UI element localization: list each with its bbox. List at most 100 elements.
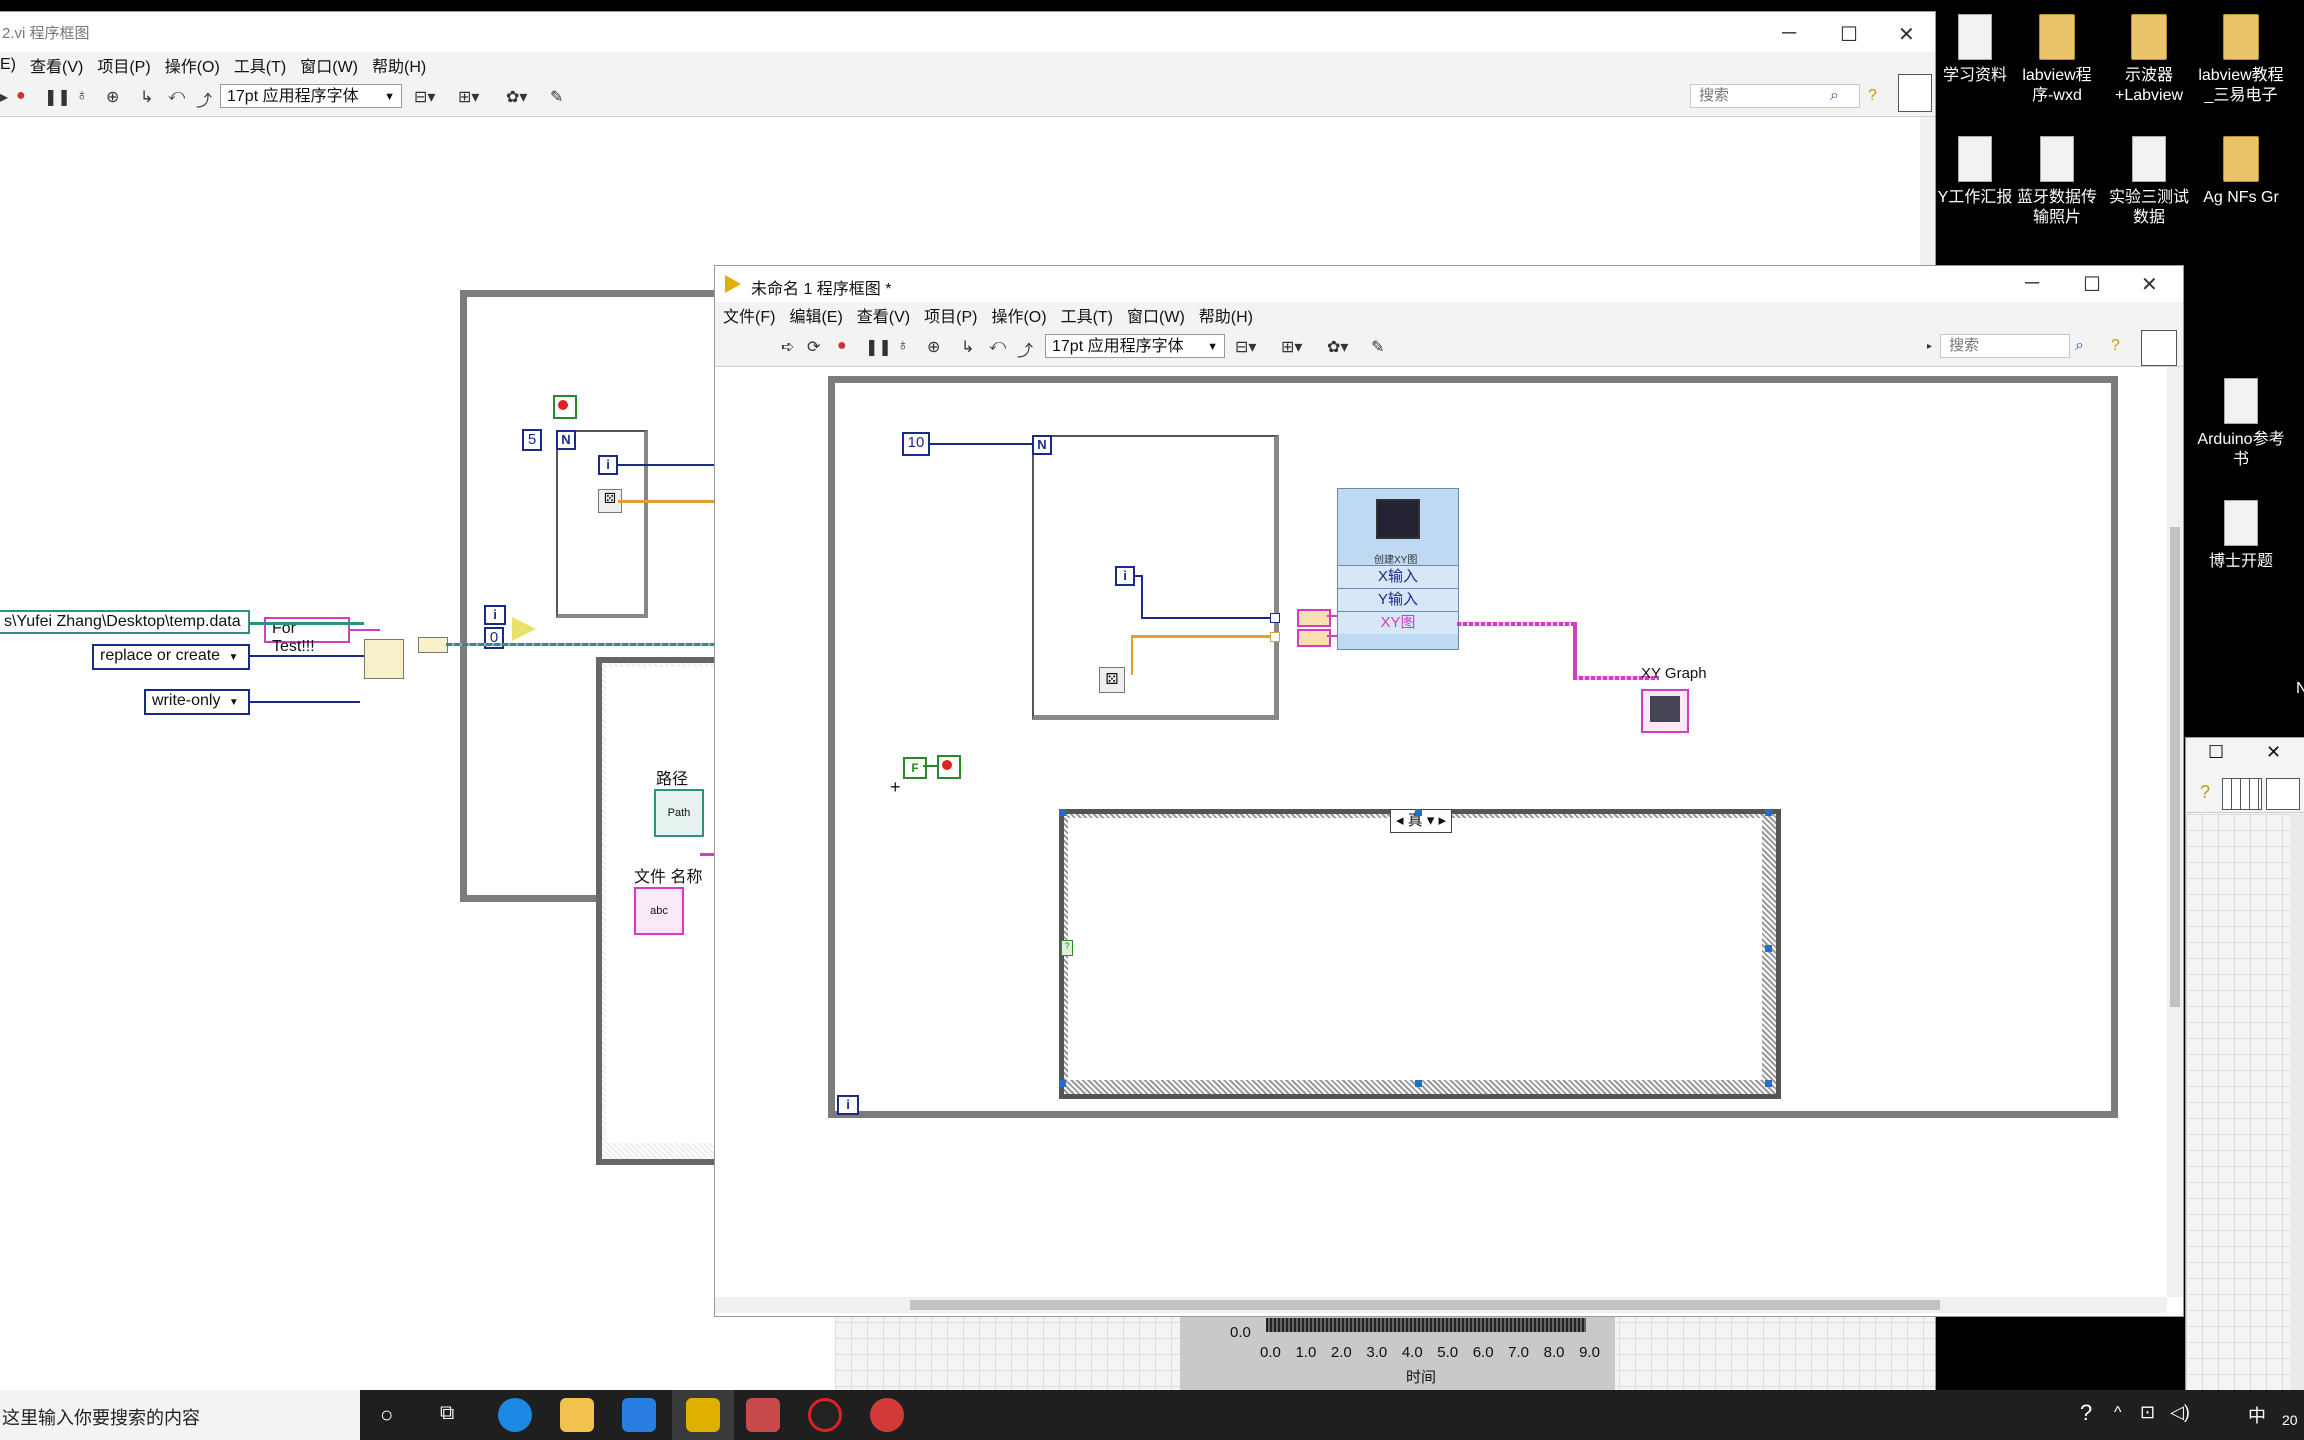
file-path-constant[interactable]: s\Yufei Zhang\Desktop\temp.data (0, 610, 250, 634)
labview-taskbar-active[interactable] (672, 1390, 734, 1440)
menu-item[interactable]: 查看(V) (30, 59, 84, 76)
search-input[interactable]: 搜索 (1690, 84, 1860, 108)
chevron-right-icon[interactable]: ▸ (1438, 812, 1447, 829)
reorder-icon[interactable]: ✿▾ (506, 89, 528, 106)
search-input[interactable]: 搜索 (1940, 334, 2070, 358)
file-explorer-icon[interactable] (560, 1398, 594, 1432)
while-loop-frame[interactable] (828, 376, 2118, 1118)
loop-count-constant[interactable]: 10 (902, 432, 930, 456)
step-into-icon[interactable]: ↳ (961, 339, 975, 356)
pause-icon[interactable]: ❚❚ (44, 89, 71, 106)
vertical-scrollbar[interactable] (2290, 814, 2304, 1390)
highlight-bulb-icon[interactable]: ♁ (897, 337, 909, 354)
scrollbar-thumb[interactable] (2170, 527, 2180, 1007)
menu-item[interactable]: 帮助(H) (372, 59, 427, 76)
cleanup-icon[interactable]: ✎ (550, 89, 564, 106)
network-icon[interactable]: ⊡ (2140, 1402, 2156, 1422)
app-icon[interactable] (746, 1398, 780, 1432)
menu-window[interactable]: 窗口(W) (1127, 309, 1185, 326)
menu-project[interactable]: 项目(P) (924, 309, 978, 326)
toolbar-overflow-icon[interactable]: ▸ (1927, 341, 1933, 352)
step-over-icon[interactable]: ⤺ (168, 87, 186, 104)
path-control[interactable]: Path (654, 789, 704, 837)
chevron-up-icon[interactable]: ^ (2114, 1404, 2122, 1421)
resize-handle[interactable] (1415, 809, 1422, 816)
operation-enum[interactable]: replace or create ▼ (92, 644, 250, 670)
y-input-terminal[interactable]: Y输入 (1338, 588, 1458, 611)
desktop-icon-agnfs[interactable]: Ag NFs Gr (2196, 136, 2286, 208)
back-titlebar[interactable]: 2.vi 程序框图 ─ ☐ ✕ (0, 12, 1935, 52)
resize-handle[interactable] (1765, 1080, 1772, 1087)
distribute-icon[interactable]: ⊞▾ (458, 89, 480, 106)
menu-item[interactable]: 操作(O) (164, 59, 220, 76)
run-continuous-icon[interactable]: ⟳ (807, 339, 821, 356)
menu-item[interactable]: 窗口(W) (300, 59, 358, 76)
convert-node-y[interactable] (1297, 629, 1331, 647)
menu-tools[interactable]: 工具(T) (1060, 309, 1114, 326)
front-diagram-canvas[interactable]: i 10 N i ⚄ 创建XY图 X输入 Y输入 XY图 XY Graph (715, 367, 2167, 1297)
chevron-down-icon[interactable]: ▾ (1426, 812, 1435, 829)
chevron-left-icon[interactable]: ◂ (1395, 812, 1404, 829)
desktop-icon-study[interactable]: 学习资料 (1930, 14, 2020, 86)
menu-edit[interactable]: 编辑(E) (789, 309, 843, 326)
netease-music-icon[interactable] (870, 1398, 904, 1432)
build-xy-graph-node[interactable]: 创建XY图 X输入 Y输入 XY图 (1337, 488, 1459, 650)
menu-file[interactable]: 文件(F) (723, 309, 776, 326)
front-titlebar[interactable]: 未命名 1 程序框图 * ─ ☐ ✕ (715, 266, 2183, 302)
desktop-icon-arduino[interactable]: Arduino参考书 (2196, 378, 2286, 470)
pause-icon[interactable]: ❚❚ (865, 339, 892, 356)
highlight-bulb-icon[interactable]: ♁ (76, 87, 88, 104)
desktop-icon-phd[interactable]: 博士开题 (2196, 500, 2286, 572)
task-view-icon[interactable]: ⧉ (440, 1402, 455, 1424)
resize-handle[interactable] (1765, 809, 1772, 816)
close-icon[interactable]: ✕ (2266, 742, 2282, 762)
desktop-icon-experiment3[interactable]: 实验三测试数据 (2104, 136, 2194, 228)
retain-wire-icon[interactable]: ⊕ (927, 339, 941, 356)
convert-node-x[interactable] (1297, 609, 1331, 627)
string-constant[interactable]: For Test!!! (264, 617, 350, 655)
retain-wire-icon[interactable]: ⊕ (106, 89, 120, 106)
minimize-icon[interactable]: ─ (2025, 272, 2040, 294)
connector-pane-icon[interactable] (2222, 778, 2262, 810)
menu-item[interactable]: 项目(P) (97, 59, 151, 76)
help-tray-icon[interactable]: ? (2080, 1400, 2093, 1425)
run-arrow-icon[interactable]: ▸ (0, 89, 9, 106)
menu-item[interactable]: 工具(T) (233, 59, 287, 76)
stop-button-terminal[interactable] (553, 395, 577, 419)
front-vi-window[interactable]: 未命名 1 程序框图 * ─ ☐ ✕ 文件(F) 编辑(E) 查看(V) 项目(… (715, 266, 2183, 1316)
open-file-node[interactable] (364, 639, 404, 679)
step-into-icon[interactable]: ↳ (140, 89, 154, 106)
help-icon[interactable]: ? (2200, 782, 2211, 802)
desktop-icon-work-report[interactable]: Y工作汇报 (1930, 136, 2020, 208)
ime-indicator[interactable]: 中 (2248, 1406, 2266, 1426)
vi-icon[interactable] (2266, 778, 2300, 810)
desktop-icon-labview-wxd[interactable]: labview程序-wxd (2012, 14, 2102, 106)
close-icon[interactable]: ✕ (1898, 24, 1915, 46)
cortana-icon[interactable]: ○ (380, 1402, 394, 1427)
maximize-icon[interactable]: ☐ (1840, 24, 1858, 46)
cleanup-icon[interactable]: ✎ (1371, 339, 1385, 356)
step-over-icon[interactable]: ⤺ (989, 337, 1007, 354)
minimize-icon[interactable]: ─ (1782, 22, 1797, 44)
x-input-terminal[interactable]: X输入 (1338, 565, 1458, 588)
taskbar-search-box[interactable]: 这里输入你要搜索的内容 (0, 1390, 360, 1440)
run-arrow-icon[interactable]: ➪ (781, 339, 795, 356)
clock[interactable]: 20 (2282, 1412, 2298, 1428)
stop-condition-terminal[interactable] (937, 755, 961, 779)
edge-icon[interactable] (498, 1398, 532, 1432)
distribute-icon[interactable]: ⊞▾ (1281, 339, 1303, 356)
resize-handle[interactable] (1765, 945, 1772, 952)
menu-help[interactable]: 帮助(H) (1198, 309, 1253, 326)
resize-handle[interactable] (1059, 809, 1066, 816)
font-dropdown[interactable]: 17pt 应用程序字体 ▼ (220, 84, 402, 108)
maximize-icon[interactable]: ☐ (2208, 742, 2225, 762)
mail-icon[interactable] (622, 1398, 656, 1432)
record-icon[interactable] (808, 1398, 842, 1432)
desktop-icon-labview-tutorial[interactable]: labview教程_三易电子 (2196, 14, 2286, 106)
step-out-icon[interactable]: ⤴ (1017, 343, 1034, 360)
vertical-scrollbar[interactable] (2167, 367, 2183, 1297)
align-icon[interactable]: ⊟▾ (1235, 339, 1257, 356)
vi-connector-icon[interactable] (1898, 74, 1932, 112)
resize-handle[interactable] (1415, 1080, 1422, 1087)
auto-index-tunnel[interactable] (1270, 632, 1280, 642)
